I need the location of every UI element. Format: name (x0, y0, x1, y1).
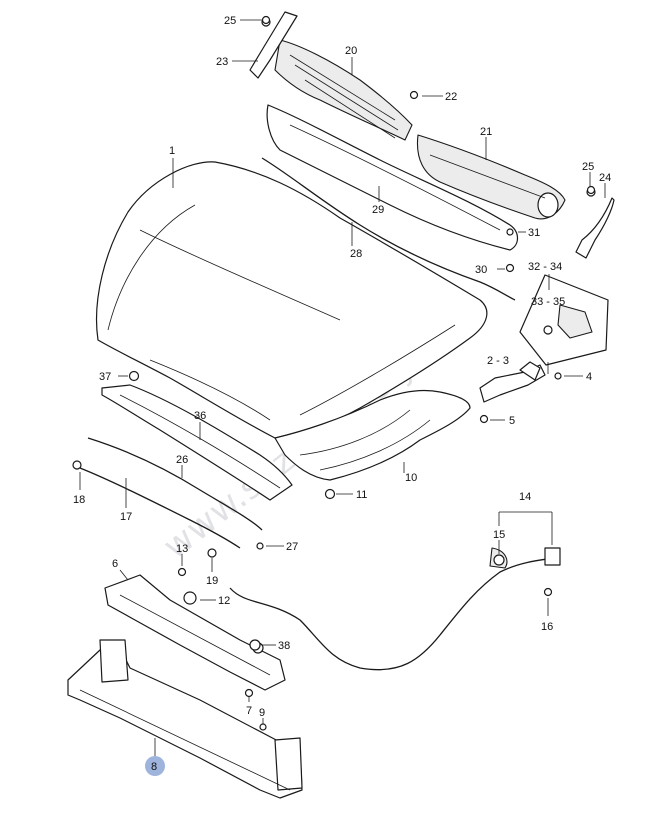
callout-23[interactable]: 23 (216, 56, 228, 68)
callout-32-34[interactable]: 32 - 34 (528, 261, 562, 273)
callout-10[interactable]: 10 (405, 472, 417, 484)
callout-1[interactable]: 1 (169, 145, 175, 157)
callout-24[interactable]: 24 (599, 172, 611, 184)
callout-27[interactable]: 27 (286, 541, 298, 553)
callout-21[interactable]: 21 (480, 126, 492, 138)
hinge-bracket-right[interactable] (575, 187, 615, 259)
callout-15[interactable]: 15 (493, 529, 505, 541)
hood-prop-rod[interactable] (79, 467, 241, 549)
callout-9[interactable]: 9 (259, 707, 265, 719)
callout-31[interactable]: 31 (528, 227, 540, 239)
clip-detail-inset (519, 274, 609, 366)
callout-28[interactable]: 28 (350, 248, 362, 260)
callout-11[interactable]: 11 (356, 489, 367, 501)
callout-7[interactable]: 7 (246, 705, 252, 717)
callout-30[interactable]: 30 (475, 264, 487, 276)
callout-labels: 25 23 20 22 21 25 24 1 29 31 28 32 - 34 … (73, 15, 611, 773)
bumper-reinforcement[interactable] (67, 639, 303, 799)
hood-lock-support[interactable] (104, 574, 286, 691)
callout-25-top[interactable]: 25 (224, 15, 236, 27)
hood-panel[interactable] (95, 161, 488, 439)
callout-38[interactable]: 38 (278, 640, 290, 652)
selected-callout-highlight (145, 756, 165, 776)
leader-lines (79, 19, 606, 758)
callout-25-right[interactable]: 25 (582, 161, 594, 173)
callout-33-35[interactable]: 33 - 35 (531, 296, 565, 308)
callout-8[interactable]: 8 (151, 761, 157, 773)
fasteners (72, 15, 596, 731)
callout-5[interactable]: 5 (509, 415, 515, 427)
callout-18[interactable]: 18 (73, 494, 85, 506)
callout-16[interactable]: 16 (541, 621, 553, 633)
callout-6[interactable]: 6 (112, 558, 118, 570)
hood-weatherstrip[interactable] (261, 157, 516, 301)
callout-2-3[interactable]: 2 - 3 (487, 355, 509, 367)
callout-13[interactable]: 13 (176, 543, 188, 555)
callout-4[interactable]: 4 (586, 371, 592, 383)
callout-20[interactable]: 20 (345, 45, 357, 57)
cowl-lower-panel[interactable] (266, 104, 519, 251)
callout-29[interactable]: 29 (372, 204, 384, 216)
cowl-side-cover[interactable] (416, 134, 566, 220)
callout-22[interactable]: 22 (445, 91, 457, 103)
hood-release-cable[interactable] (229, 557, 556, 671)
lower-seal-strip[interactable] (87, 437, 263, 531)
callout-36[interactable]: 36 (194, 410, 206, 422)
hood-hinge-assembly[interactable] (479, 361, 546, 403)
hood-inner-frame[interactable] (274, 389, 471, 481)
callout-26[interactable]: 26 (176, 454, 188, 466)
callout-37[interactable]: 37 (99, 371, 111, 383)
callout-19[interactable]: 19 (206, 575, 218, 587)
callout-17[interactable]: 17 (120, 511, 132, 523)
release-handle[interactable] (489, 547, 561, 569)
callout-14[interactable]: 14 (519, 491, 531, 503)
cowl-top-panel[interactable] (274, 39, 413, 141)
callout-12[interactable]: 12 (218, 595, 230, 607)
